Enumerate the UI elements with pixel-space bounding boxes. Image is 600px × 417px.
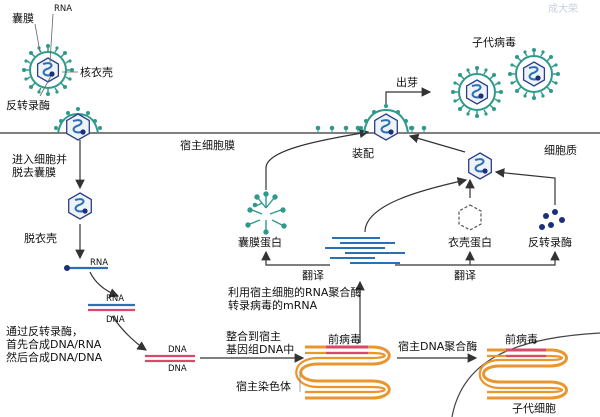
- translation-right-label: 翻译: [454, 269, 476, 282]
- envelope-label: 囊膜: [12, 12, 34, 25]
- free-virion: [21, 43, 75, 97]
- fusing-core: [65, 113, 91, 141]
- watermark: 成大荣: [548, 4, 578, 15]
- reverse-transcriptase-protein-label: 反转录酶: [528, 236, 572, 249]
- integration-label: 整合到宿主 基因组DNA中: [226, 330, 295, 356]
- host-chromosome: [295, 345, 391, 400]
- envelope-protein-label: 囊膜蛋白: [238, 236, 282, 249]
- viral-mrna-strands: [325, 237, 405, 264]
- progeny-virus-label: 子代病毒: [472, 36, 516, 49]
- translation-left-label: 翻译: [302, 269, 324, 282]
- rna-label: RNA: [54, 4, 73, 14]
- provirus-label: 前病毒: [328, 333, 361, 346]
- cytoplasm-label: 细胞质: [544, 144, 577, 157]
- host-chromosome-label: 宿主染色体: [236, 380, 291, 393]
- capsid-label: 核衣壳: [80, 66, 113, 79]
- hybrid-dna-label: DNA: [106, 315, 125, 325]
- host-membrane-label: 宿主细胞膜: [180, 139, 235, 152]
- rna-strand-label: RNA: [90, 258, 109, 268]
- reverse-transcriptase-label: 反转录酶: [6, 99, 50, 112]
- capsid-protein-label: 衣壳蛋白: [448, 236, 492, 249]
- envelope-protein-cluster: [245, 191, 287, 235]
- budding-label: 出芽: [396, 76, 418, 89]
- capsid-protein-shape: [458, 204, 482, 231]
- progeny-virion-1: [450, 65, 504, 119]
- assembly-label: 装配: [352, 147, 374, 160]
- daughter-cell-label: 子代细胞: [512, 402, 556, 415]
- membrane-spike-proteins: [315, 125, 427, 133]
- daughter-provirus-label: 前病毒: [505, 333, 538, 346]
- budding-core: [373, 113, 399, 141]
- enter-cell-label: 进入细胞并 脱去囊膜: [12, 153, 67, 179]
- host-dna-polymerase-label: 宿主DNA聚合酶: [398, 340, 478, 353]
- reverse-transcription-note: 通过反转录酶， 首先合成DNA/RNA 然后合成DNA/DNA: [6, 325, 103, 364]
- reverse-transcriptase-dots: [539, 209, 565, 230]
- assembled-core: [467, 152, 493, 180]
- uncoated-core: [67, 192, 93, 220]
- progeny-virion-2: [507, 47, 561, 101]
- dsdna-label-top: DNA: [168, 345, 187, 355]
- dsdna-label-bottom: DNA: [168, 364, 187, 374]
- hybrid-rna-label: RNA: [106, 294, 125, 304]
- rna-polymerase-note: 利用宿主细胞的RNA聚合酶 转录病毒的mRNA: [228, 286, 362, 312]
- uncoating-label: 脱衣壳: [24, 232, 57, 245]
- daughter-chromosome: [478, 348, 568, 400]
